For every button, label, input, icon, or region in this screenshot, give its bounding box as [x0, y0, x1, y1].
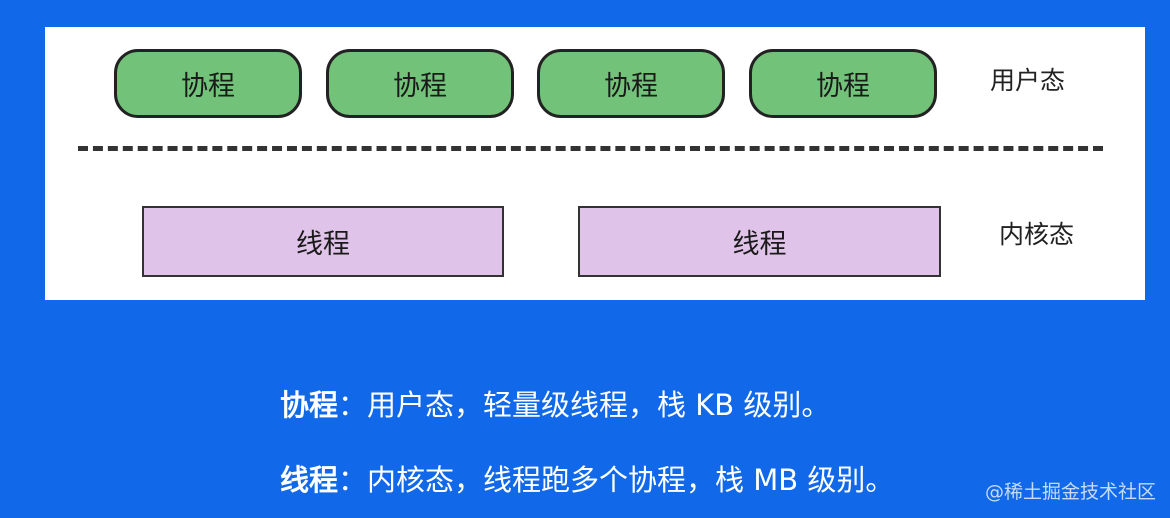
kernel-mode-label: 内核态: [999, 220, 1075, 249]
description-term: 线程: [280, 463, 339, 497]
thread-description: 线程：内核态，线程跑多个协程，栈 MB 级别。: [280, 457, 894, 499]
thread-box: 线程: [578, 206, 941, 277]
user-mode-label: 用户态: [990, 66, 1066, 95]
layer-divider: [78, 146, 1103, 151]
coroutine-box: 协程: [749, 49, 937, 118]
description-separator: ：: [338, 463, 368, 497]
coroutine-box: 协程: [537, 49, 725, 118]
description-text: 内核态，线程跑多个协程，栈 MB 级别。: [367, 463, 895, 497]
thread-box: 线程: [142, 206, 504, 277]
description-text: 用户态，轻量级线程，栈 KB 级别。: [367, 388, 831, 422]
diagram-panel: 协程 协程 协程 协程 用户态 线程 线程 内核态: [45, 27, 1145, 300]
coroutine-box: 协程: [326, 49, 514, 118]
coroutine-box: 协程: [114, 49, 302, 118]
description-separator: ：: [338, 388, 368, 422]
watermark: @稀土掘金技术社区: [984, 481, 1156, 503]
coroutine-description: 协程：用户态，轻量级线程，栈 KB 级别。: [280, 382, 830, 424]
description-term: 协程: [280, 388, 339, 422]
